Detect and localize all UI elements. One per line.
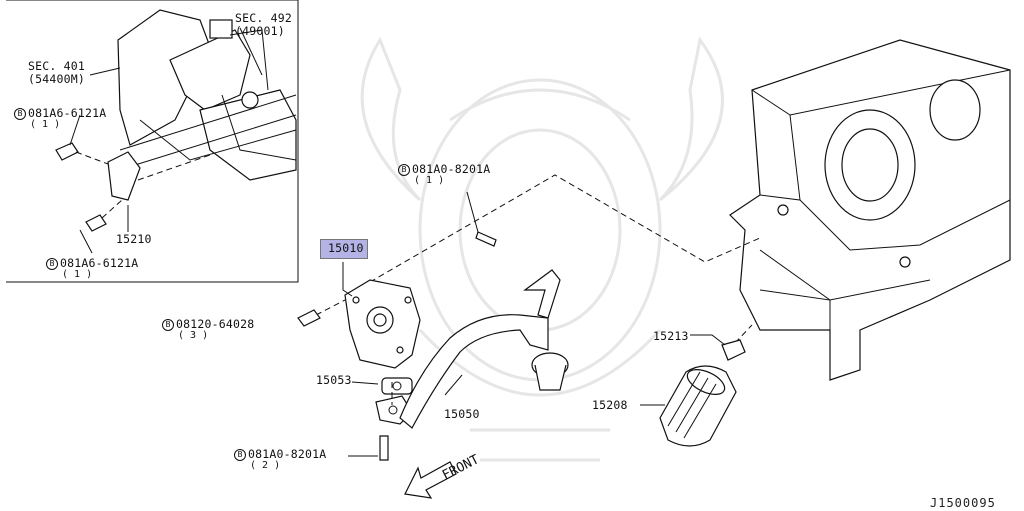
oil-filter-15208-shape [659,365,737,447]
bolt-symbol-icon: B [162,319,174,331]
bracket-15210-shape [107,151,141,201]
sec401-sub-label: (54400M) [28,72,85,86]
oil-pump-highlight[interactable] [320,239,368,259]
engine-block-sketch [729,39,1011,381]
inset-bolt-top-shape [55,142,79,161]
sec492-label: SEC. 492 [235,11,292,25]
filter-stud-label: 15213 [653,329,689,343]
bracket-15210-label: 15210 [116,232,152,246]
gasket-15053-shape [381,377,413,395]
strainer-pipe-15050-shape [399,314,549,429]
bolt-symbol-icon: B [46,258,58,270]
inset-bolt-top-qty: ( 1 ) [30,119,61,130]
inset-bolt-top-label: 081A6-6121A [28,106,107,120]
bolt-symbol-icon: B [234,449,246,461]
lower-bolt-shape [379,435,389,461]
upper-bolt-label: 081A0-8201A [412,162,491,176]
lower-bolt-qty: ( 2 ) [250,460,281,471]
pump-bolt-shape [297,309,321,327]
oil-pump-label[interactable]: 15010 [328,241,364,255]
front-arrow-icon [404,461,457,499]
upper-bolt-qty: ( 1 ) [414,175,445,186]
pump-bolt-label: 08120-64028 [176,317,255,331]
gasket-label: 15053 [316,373,352,387]
bolt-symbol-icon: B [398,164,410,176]
sec401-label: SEC. 401 [28,59,85,73]
oil-filter-label: 15208 [592,398,628,412]
inset-bolt-bottom-shape [85,214,107,232]
inset-engine-sketch [117,9,297,181]
alignment-line-pump [369,174,761,283]
pump-bolt-qty: ( 3 ) [178,330,209,341]
lower-bolt-label: 081A0-8201A [248,447,327,461]
strainer-label: 15050 [444,407,480,421]
inset-bolt-bottom-qty: ( 1 ) [62,269,93,280]
upper-bolt-shape [475,231,497,247]
diagram-code: J1500095 [930,496,996,510]
filter-stud-15213-shape [721,339,746,361]
sec492-sub-label: (49001) [235,24,285,38]
bolt-symbol-icon: B [14,108,26,120]
oil-pump-15010-shape [344,279,421,369]
inset-frame [6,0,299,283]
inset-bolt-bottom-label: 081A6-6121A [60,256,139,270]
